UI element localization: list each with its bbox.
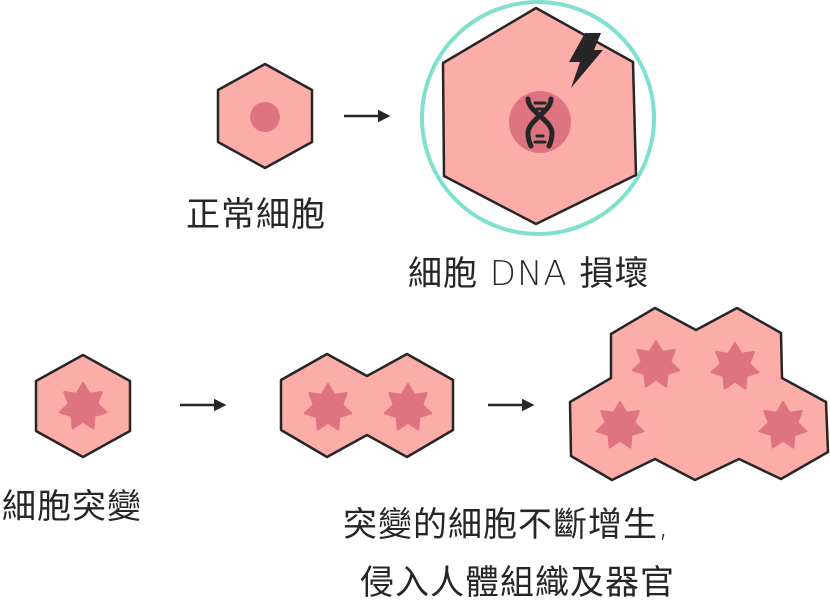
normal-cell: [216, 62, 314, 170]
lightning-bolt-icon: [569, 33, 603, 88]
normal-cell-label: 正常細胞: [186, 195, 326, 235]
highlight-ring: [420, 0, 656, 236]
nucleus-icon: [250, 102, 280, 132]
damaged-cell-label: 細胞 DNA 損壞: [408, 254, 650, 294]
nucleus-icon: [509, 91, 571, 153]
mutated-cell: [34, 353, 132, 459]
proliferating-cluster: [568, 306, 830, 482]
proliferation-label-line1: 突變的細胞不斷增生,: [343, 505, 670, 545]
dna-icon: [525, 96, 555, 149]
dividing-cells: [279, 352, 455, 459]
mutated-cell-label: 細胞突變: [2, 487, 142, 527]
damaged-cell: [420, 0, 656, 236]
proliferation-label-line2: 侵入人體組織及器官: [360, 563, 675, 603]
